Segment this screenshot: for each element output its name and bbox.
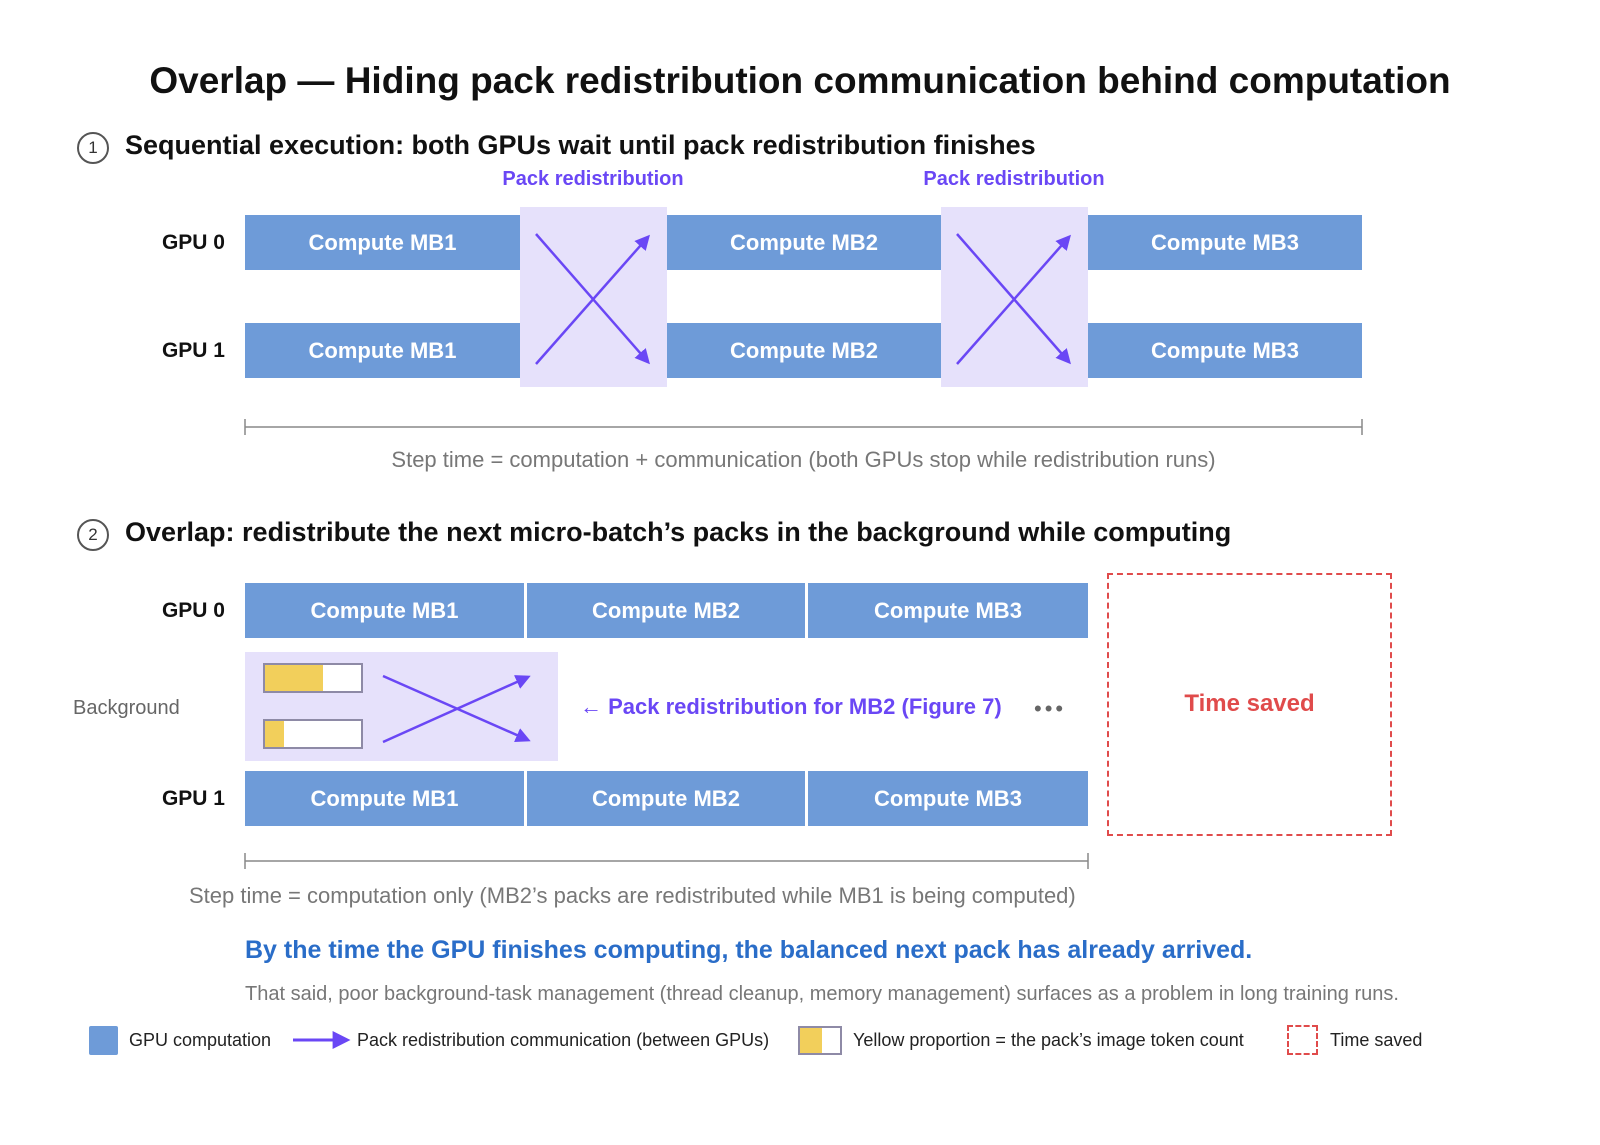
pack-1 (263, 663, 363, 693)
legend-compute-swatch (89, 1026, 118, 1055)
headline: By the time the GPU finishes computing, … (245, 936, 1253, 964)
section-2-gpu1-label: GPU 1 (161, 787, 225, 810)
section-2-gpu1-compute-mb3: Compute MB3 (808, 771, 1088, 826)
section-1-gpu0-label: GPU 0 (161, 231, 225, 254)
section-2-gpu0-compute-mb2: Compute MB2 (527, 583, 805, 638)
background-arrow-down (382, 674, 531, 743)
diagram-title: Overlap — Hiding pack redistribution com… (149, 60, 1451, 101)
note: That said, poor background-task manageme… (245, 983, 1399, 1005)
section-1-step-time-bracket (244, 419, 1363, 435)
time-saved-label: Time saved (1184, 690, 1315, 717)
legend-saved-swatch (1287, 1025, 1318, 1055)
arrow-gpu1-to-gpu0-1 (535, 234, 650, 365)
section-1-number: 1 (77, 132, 109, 164)
pack-2 (263, 719, 363, 749)
ellipsis-dots: ••• (1034, 696, 1067, 721)
section-1-gpu1-compute-mb2: Compute MB2 (667, 323, 941, 378)
section-2-gpu1-compute-mb2: Compute MB2 (527, 771, 805, 826)
pack-redistribution-mb2-label: ← Pack redistribution for MB2 (Figure 7) (580, 694, 1002, 719)
background-arrow-up (382, 675, 531, 744)
section-1-gpu1-compute-mb1: Compute MB1 (245, 323, 520, 378)
legend-compute-label: GPU computation (129, 1030, 272, 1050)
section-1-caption: Step time = computation + communication … (391, 447, 1216, 472)
section-1-gpu0-compute-mb1: Compute MB1 (245, 215, 520, 270)
section-1-gpu0-compute-mb2: Compute MB2 (667, 215, 941, 270)
arrow-gpu1-to-gpu0-2 (956, 234, 1071, 365)
section-2-gpu0-compute-mb1: Compute MB1 (245, 583, 524, 638)
pack-1-yellow-fill (265, 665, 323, 691)
legend-saved-label: Time saved (1330, 1030, 1423, 1050)
section-2-caption: Step time = computation only (MB2’s pack… (189, 883, 1076, 908)
time-saved-box (1107, 573, 1392, 836)
section-1-comm-label-2: Pack redistribution (923, 168, 1105, 190)
background-label: Background (73, 697, 180, 719)
section-2-gpu0-label: GPU 0 (161, 599, 225, 622)
legend-yellow-fill (800, 1028, 822, 1053)
section-1-gpu0-compute-mb3: Compute MB3 (1088, 215, 1362, 270)
section-2-number: 2 (77, 519, 109, 551)
section-2-gpu1-compute-mb1: Compute MB1 (245, 771, 524, 826)
section-1-comm-label-1: Pack redistribution (502, 168, 684, 190)
section-1-gpu1-compute-mb3: Compute MB3 (1088, 323, 1362, 378)
pack-2-yellow-fill (265, 721, 285, 747)
legend-yellow-swatch (798, 1026, 842, 1055)
legend-comm-label: Pack redistribution communication (betwe… (357, 1030, 770, 1050)
section-2-heading: Overlap: redistribute the next micro-bat… (125, 517, 1232, 547)
arrow-gpu0-to-gpu1-1 (535, 233, 650, 365)
section-1-gpu1-label: GPU 1 (161, 339, 225, 362)
legend-yellow-label: Yellow proportion = the pack’s image tok… (853, 1030, 1244, 1050)
legend-comm-arrow-icon (293, 1031, 351, 1049)
section-1-heading: Sequential execution: both GPUs wait unt… (125, 130, 1036, 160)
arrow-gpu0-to-gpu1-2 (956, 233, 1071, 365)
section-2-step-time-bracket (244, 853, 1089, 869)
section-2-gpu0-compute-mb3: Compute MB3 (808, 583, 1088, 638)
